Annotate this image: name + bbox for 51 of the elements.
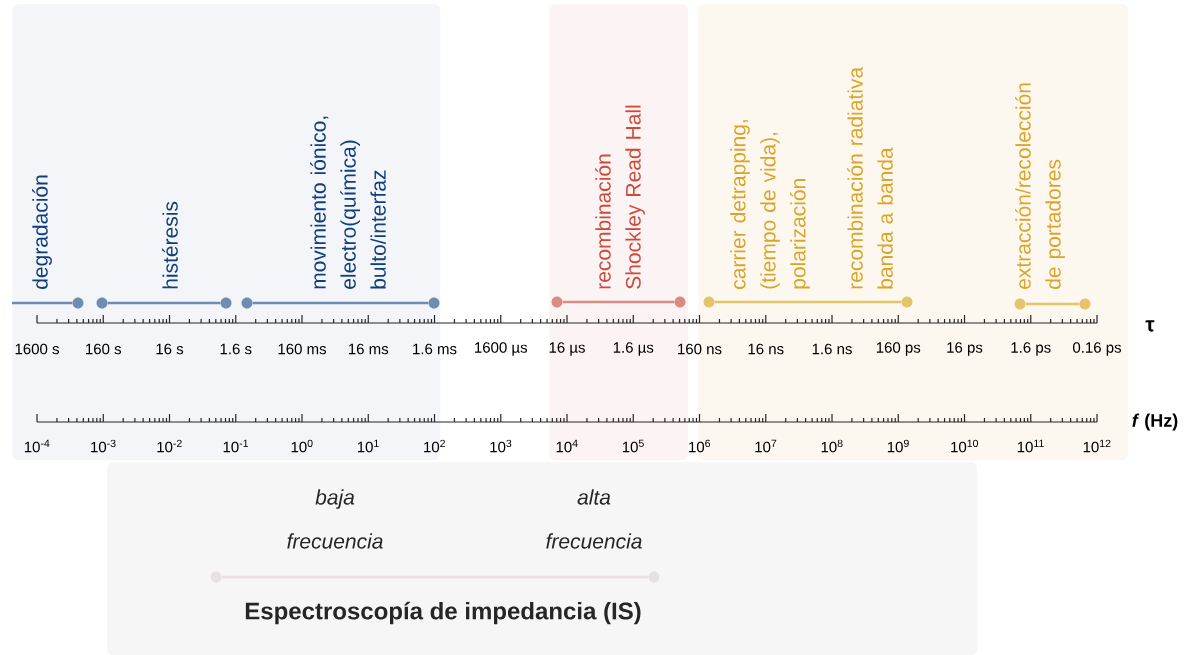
tick-label: 1600 s	[15, 343, 59, 355]
tick-label: 160 ps	[876, 342, 921, 356]
range-label: carrier detrapping, (tiempo de vida), polarización	[730, 120, 810, 289]
tick-label: 10$^{12}$	[1083, 439, 1111, 453]
tick-label: 16 ns	[748, 343, 784, 355]
range-line	[107, 301, 221, 305]
range-label: movimiento iónico, electro(química) bulto/interfaz	[310, 116, 386, 289]
tick-label: 10$^{-2}$	[157, 439, 182, 453]
tick-label: 10$^{-3}$	[91, 439, 116, 453]
axis-label: τ	[1145, 320, 1155, 332]
tick-label: 10$^{10}$	[951, 439, 978, 453]
tick-label: 1.6 µs	[613, 342, 654, 356]
tick-label: 16 s	[156, 343, 184, 355]
range-label: extracción/recolección de portadores	[1015, 83, 1065, 289]
tick-label: 0.16 ps	[1073, 342, 1122, 356]
frequency-label: alta frecuencia	[546, 489, 642, 549]
tick-label: 10$^{-4}$	[24, 439, 50, 453]
range-line	[1025, 302, 1080, 306]
range-label: histéresis	[162, 201, 178, 289]
tick-label: 1.6 ms	[413, 343, 457, 355]
tick-label: 1.6 s	[220, 343, 252, 355]
frequency-label: baja frecuencia	[287, 489, 383, 549]
tick-label: 10$^{1}$	[357, 439, 379, 453]
tick-label: 1600 µs	[475, 342, 527, 356]
tick-label: 16 ms	[349, 343, 389, 355]
tick-label: 10$^{8}$	[821, 439, 843, 453]
range-line	[714, 300, 902, 304]
tick-label: 1.6 ns	[812, 343, 852, 355]
tick-label: 10$^{9}$	[887, 439, 909, 453]
tick-label: 10$^{4}$	[556, 439, 578, 453]
tick-label: 160 ms	[278, 343, 327, 355]
tick-label: 10$^{5}$	[622, 439, 644, 453]
tick-label: 160 ns	[678, 343, 722, 355]
tick-label: 16 ps	[947, 342, 983, 356]
tick-label: 1.6 ps	[1011, 342, 1051, 356]
range-line	[562, 300, 675, 304]
range-label: degradación	[32, 175, 52, 289]
tick-label: 10$^{7}$	[755, 439, 777, 453]
tick-label: 10$^{6}$	[689, 439, 711, 453]
tick-label: 10$^{11}$	[1017, 439, 1044, 453]
tick-label: 10$^{3}$	[490, 439, 512, 453]
tick-label: 16 µs	[549, 342, 585, 356]
range-line	[12, 301, 73, 305]
range-label: recombinación Shockley Read Hall	[595, 105, 645, 289]
range-line	[252, 301, 429, 305]
tick-label: 160 s	[86, 343, 122, 355]
axis-label: f (Hz)	[1132, 413, 1178, 431]
tick-label: 10$^{-1}$	[223, 439, 248, 453]
range-label: recombinación radiativa banda a banda	[847, 66, 893, 289]
tick-label: 10$^{0}$	[291, 439, 313, 453]
tick-label: 10$^{2}$	[424, 439, 445, 453]
